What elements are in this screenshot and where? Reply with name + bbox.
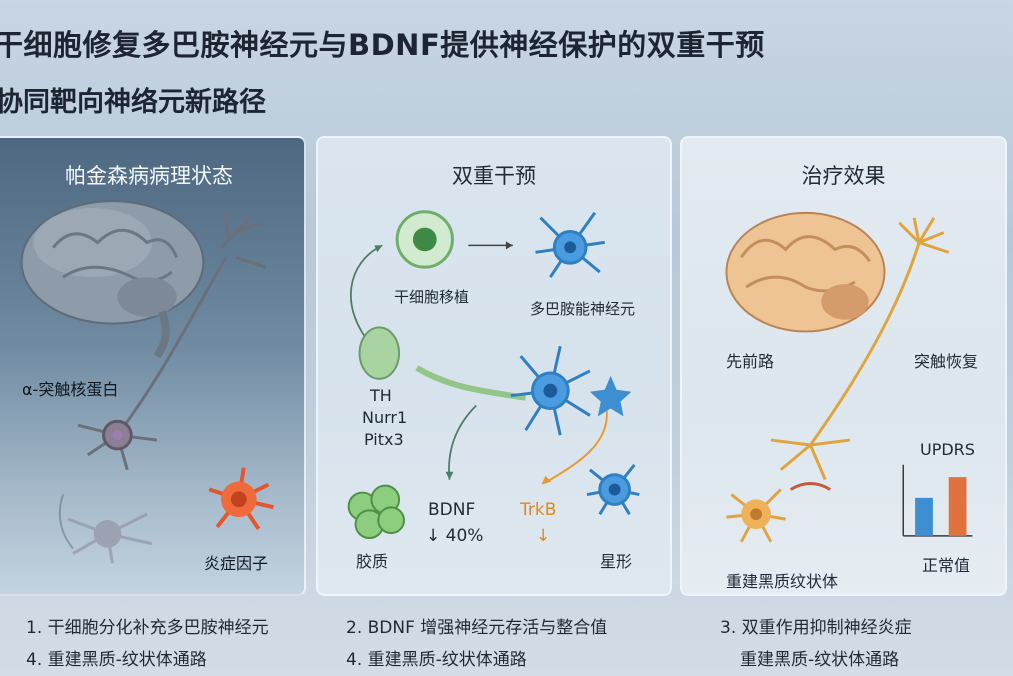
glia-cluster-icon [347,484,406,540]
blue-neuron-icon [535,211,605,278]
footer-item-1: 1. 干细胞分化补充多巴胺神经元 [26,618,269,638]
updrs-bar-1 [915,497,933,536]
alpha-synuclein-label: α-突触核蛋白 [22,380,119,399]
pitx3-marker: Pitx3 [364,430,404,449]
trkb-label: TrkB [520,500,557,520]
bdnf-label: BDNF [428,500,476,520]
chart-title: UPDRS [920,440,975,459]
fading-neuron-icon [58,494,153,564]
synapse-recovery-label: 突触恢复 [914,352,979,371]
right-blue-neuron-icon [586,463,640,516]
signal-path [415,365,527,401]
intervention-illustration [347,210,640,540]
inflammatory-cell-icon [208,467,274,530]
green-progenitor-icon [358,326,401,380]
degenerating-neuron-icon [77,209,266,471]
trkb-arrow-glyph: ↓ [536,526,551,546]
pathology-illustration [20,200,274,564]
star-neuron-icon [589,375,632,417]
synapse-mark [789,482,831,491]
orange-neuron-icon [770,217,950,481]
nurr1-marker: Nurr1 [362,408,408,427]
updrs-bar-2 [948,477,967,536]
footer-item-5: 3. 双重作用抑制神经炎症 [720,618,912,638]
panel-intervention: 双重干预 干细胞移植 多巴胺能神经元 TH Nurr1 Pitx3 BDNF ↓… [316,136,672,596]
healthy-brain-icon [725,211,886,333]
footer-item-4: 4. 重建黑质-纹状体通路 [346,650,527,670]
stem-cell-label: 干细胞移植 [394,288,470,306]
restored-pathway-label: 先前路 [726,352,775,371]
panel-title: 治疗效果 [801,164,886,188]
bdnf-decrease-label: ↓ 40% [426,526,484,546]
panel-title: 帕金森病病理状态 [65,164,233,188]
footer-item-2: 4. 重建黑质-纹状体通路 [26,650,207,670]
inflammation-label: 炎症因子 [204,554,269,573]
th-marker: TH [370,386,392,405]
chart-xlabel: 正常值 [922,556,971,575]
astrocyte-label: 星形 [600,552,633,571]
trkb-arrow [544,410,608,484]
panel-title: 双重干预 [452,164,536,188]
diagram-title: 干细胞修复多巴胺神经元与BDNF提供神经保护的双重干预 [0,28,765,62]
panel-outcome: 治疗效果 先前路 突触恢复 UPDRS 正常值 重建黑质纹状体 [680,136,1007,596]
nigrostriatal-label: 重建黑质纹状体 [726,572,839,591]
stem-cell-icon [395,210,454,269]
panel-pathology: 帕金森病病理状态 α-突触核蛋白 炎症因子 [0,136,306,596]
footer-item-3: 2. BDNF 增强神经元存活与整合值 [346,618,608,638]
gray-brain-icon [20,200,205,359]
bdnf-arrow [448,404,477,480]
renewed-neuron-icon [726,488,786,543]
footer-item-6: 重建黑质-纹状体通路 [740,650,900,670]
cycle-arrow [349,244,383,347]
central-neuron-icon [510,345,591,436]
diagram-subtitle: 协同靶向神络元新路径 [0,87,266,118]
glia-label: 胶质 [356,552,389,571]
dopamine-neuron-label: 多巴胺能神经元 [530,300,636,318]
outcome-illustration [725,211,973,543]
